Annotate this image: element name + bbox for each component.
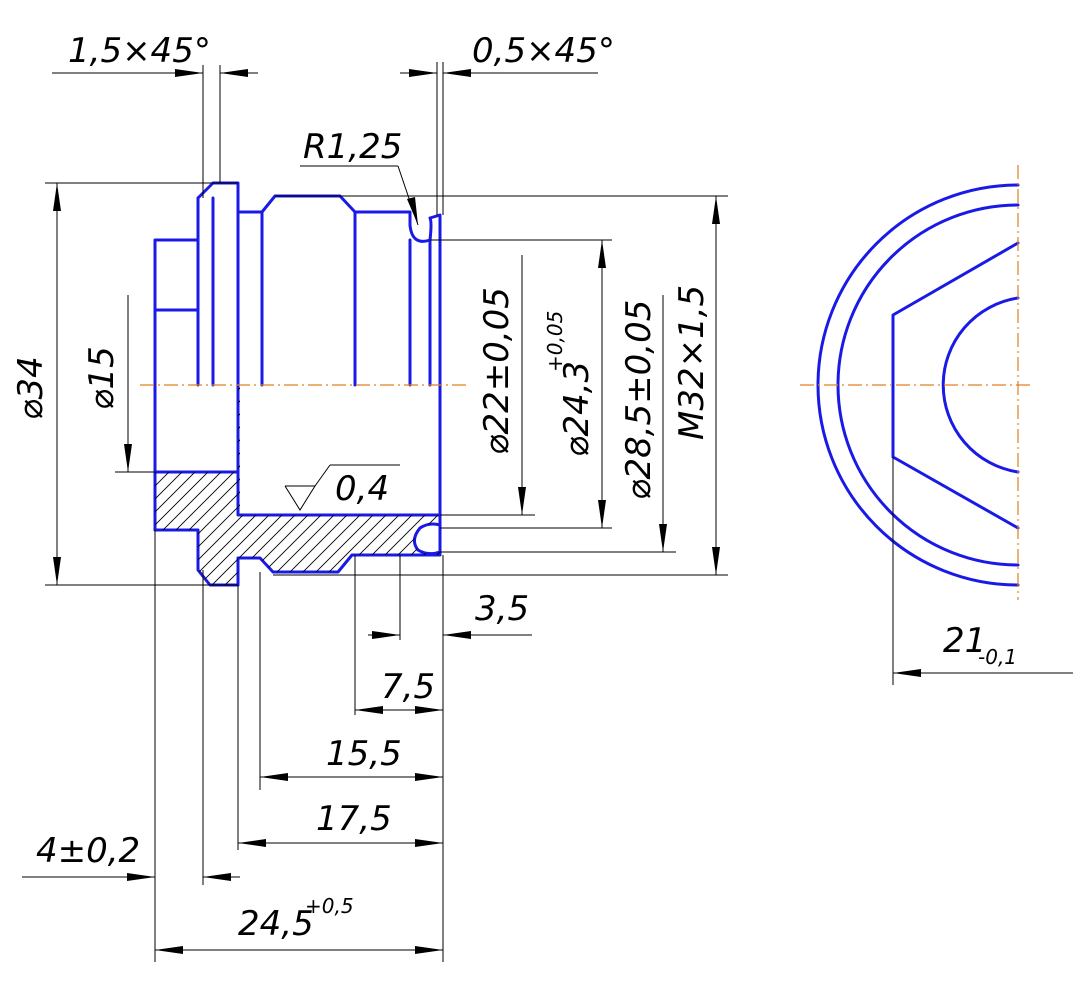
hatch-line: [254, 385, 440, 585]
hatch-line: [155, 385, 431, 585]
hatch-line: [541, 120, 1041, 620]
hatch-line: [155, 385, 440, 585]
hatch-line: [176, 385, 440, 585]
hatch-line: [155, 385, 440, 585]
groove-upper: [408, 213, 442, 243]
dia28-label: ⌀28,5±0,05: [619, 300, 659, 500]
thread-label: M32×1,5: [672, 285, 712, 440]
width-21-tolerance: -0,1: [978, 645, 1017, 669]
hatch-line: [280, 385, 440, 585]
hatch-line: [155, 385, 440, 585]
hatch-line: [189, 385, 440, 585]
hatch-line: [155, 385, 440, 585]
inner-arc: [941, 296, 1020, 474]
middle-arc: [836, 203, 1020, 567]
upper-contour: [153, 181, 412, 474]
len-15-5-label: 15,5: [326, 734, 402, 774]
len-17-5-label: 17,5: [316, 799, 392, 839]
len-7-5-label: 7,5: [381, 667, 435, 707]
hatch-line: [155, 385, 440, 585]
hatch-line: [293, 385, 440, 585]
dia22-label: ⌀22±0,05: [477, 287, 517, 455]
hex-outline: [891, 241, 1020, 530]
dimension-lines: [22, 62, 1073, 962]
dia15-label: ⌀15: [82, 346, 122, 410]
hatch-line: [155, 385, 440, 585]
hatch-line: [306, 385, 440, 585]
hatch-line: [463, 120, 963, 620]
hatch-line: [267, 385, 440, 585]
len-24-5-label: 24,5: [238, 904, 314, 944]
dia24-label: ⌀24,3: [557, 361, 597, 457]
groove-lower: [416, 548, 442, 556]
hatch-line: [163, 385, 440, 585]
hatch-line: [358, 385, 440, 585]
roughness-label: 0,4: [335, 469, 389, 509]
len-3-5-label: 3,5: [475, 589, 529, 629]
dia24-tolerance: +0,05: [543, 311, 567, 372]
len-4-label: 4±0,2: [36, 831, 140, 871]
hatch-line: [319, 385, 440, 585]
hatch-line: [155, 385, 440, 585]
hatch-line: [155, 385, 440, 585]
radius-label: R1,25: [303, 127, 402, 167]
hatch-line: [202, 385, 440, 585]
hatch-line: [215, 385, 440, 585]
chamfer-right-label: 0,5×45°: [472, 31, 615, 71]
lower-contour: [153, 383, 442, 587]
dia34-label: ⌀34: [11, 356, 51, 420]
section-hatching: [155, 120, 1041, 620]
dimension-arrows: [53, 69, 921, 954]
side-view: [800, 165, 1030, 600]
hatch-line: [241, 385, 440, 585]
hatch-line: [155, 385, 440, 585]
part-section: [153, 181, 442, 587]
chamfer-left-label: 1,5×45°: [68, 31, 211, 71]
len-24-5-tolerance: +0,5: [305, 894, 354, 918]
width-21-label: 21: [943, 621, 986, 661]
hatch-line: [228, 385, 440, 585]
